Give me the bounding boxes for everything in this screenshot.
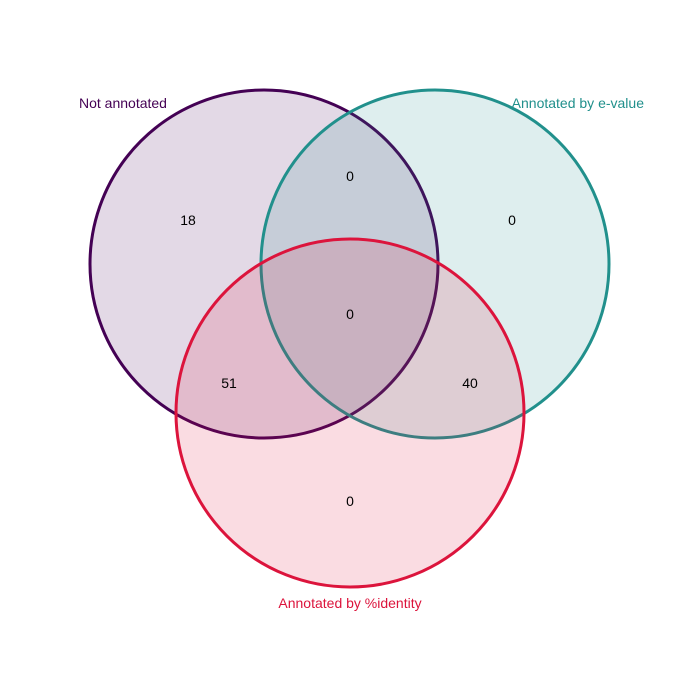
set-label-annotated-by-identity: Annotated by %identity — [278, 595, 421, 611]
region-count-not-annotated-and-evalue: 0 — [346, 168, 354, 184]
region-count-identity-only: 0 — [346, 493, 354, 509]
set-circle-annotated-by-identity — [174, 237, 526, 589]
region-count-all-three: 0 — [346, 306, 354, 322]
region-count-evalue-and-identity: 40 — [462, 375, 478, 391]
region-count-not-annotated-and-identity: 51 — [221, 375, 237, 391]
region-count-not-annotated-only: 18 — [180, 212, 196, 228]
set-label-annotated-by-evalue: Annotated by e-value — [512, 95, 645, 111]
region-count-evalue-only: 0 — [508, 212, 516, 228]
set-label-not-annotated: Not annotated — [79, 95, 167, 111]
